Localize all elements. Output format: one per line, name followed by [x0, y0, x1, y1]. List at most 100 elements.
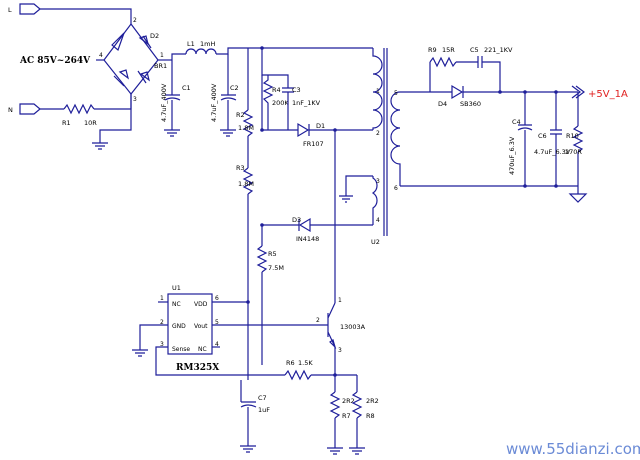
- svg-text:7.5M: 7.5M: [268, 264, 284, 272]
- svg-text:R5: R5: [268, 250, 277, 258]
- svg-text:10R: 10R: [84, 119, 97, 127]
- svg-text:4: 4: [99, 52, 103, 59]
- ac-range-label: AC 85V~264V: [19, 56, 91, 66]
- svg-text:6: 6: [215, 295, 219, 302]
- resistor-r10: R10 270R: [565, 92, 584, 186]
- svg-text:D3: D3: [292, 216, 301, 224]
- svg-text:U1: U1: [172, 284, 181, 292]
- line-input-port: L: [8, 3, 41, 15]
- switching-transistor: 2 1 3 13003A: [316, 297, 366, 354]
- svg-text:1.5K: 1.5K: [298, 359, 313, 367]
- capacitor-c7: C7 1uF: [240, 380, 270, 453]
- svg-text:R3: R3: [236, 164, 245, 172]
- svg-text:C7: C7: [258, 394, 267, 402]
- svg-text:4.7uF_400V: 4.7uF_400V: [160, 83, 168, 122]
- svg-text:200K: 200K: [272, 99, 289, 107]
- svg-text:3: 3: [376, 178, 380, 185]
- svg-text:6: 6: [394, 185, 398, 192]
- svg-text:BR1: BR1: [154, 62, 167, 70]
- svg-text:IN4148: IN4148: [296, 235, 319, 243]
- resistor-r7: 2R2 R7: [327, 375, 355, 455]
- svg-text:3: 3: [133, 96, 137, 103]
- resistor-r4: R4 200K: [262, 75, 289, 130]
- svg-text:1: 1: [160, 295, 164, 302]
- resistor-r5: R5 7.5M: [256, 245, 284, 273]
- svg-text:1nF_1KV: 1nF_1KV: [292, 99, 321, 107]
- resistor-r2: R2 1.8M: [236, 109, 254, 137]
- svg-text:R7: R7: [342, 412, 351, 420]
- svg-text:1mH: 1mH: [200, 40, 215, 48]
- diagram-title: RM325X: [176, 363, 219, 373]
- svg-text:5: 5: [394, 90, 398, 97]
- svg-text:C4: C4: [512, 118, 521, 126]
- resistor-r3: R3 1.8M: [236, 164, 254, 195]
- resistor-r8: 2R2 R8: [349, 375, 379, 455]
- capacitor-c4: C4 470uF_6.3V: [508, 92, 533, 186]
- svg-text:221_1KV: 221_1KV: [484, 46, 513, 54]
- svg-text:1.8M: 1.8M: [238, 180, 254, 188]
- svg-text:R6: R6: [286, 359, 295, 367]
- svg-text:D4: D4: [438, 100, 447, 108]
- inductor-l1: L1 1mH: [185, 40, 217, 55]
- svg-text:1uF: 1uF: [258, 406, 270, 414]
- svg-text:R2: R2: [236, 111, 245, 119]
- svg-text:1: 1: [376, 88, 380, 95]
- output-port: +5V_1A: [571, 85, 628, 100]
- svg-text:5: 5: [215, 319, 219, 326]
- svg-text:NC: NC: [198, 346, 207, 353]
- svg-text:Sense: Sense: [172, 346, 190, 353]
- svg-text:Vout: Vout: [194, 323, 208, 330]
- svg-text:R4: R4: [272, 86, 281, 94]
- resistor-r9: R9 15R: [428, 46, 457, 68]
- resistor-r1: R1 10R: [62, 103, 97, 127]
- svg-text:SB360: SB360: [460, 100, 481, 108]
- svg-text:D1: D1: [316, 122, 325, 130]
- bridge-rectifier-br1: 2 4 1 3 D2 BR1: [99, 17, 167, 103]
- svg-text:FR107: FR107: [303, 140, 324, 148]
- svg-text:C3: C3: [292, 86, 301, 94]
- svg-text:2: 2: [376, 130, 380, 137]
- neutral-input-port: N: [8, 103, 41, 115]
- capacitor-c5: C5 221_1KV: [470, 46, 513, 68]
- svg-text:3: 3: [338, 347, 342, 354]
- line-input-label: L: [8, 6, 12, 14]
- svg-text:1: 1: [338, 297, 342, 304]
- svg-text:2: 2: [316, 317, 320, 324]
- watermark: www.55dianzi.com: [506, 440, 640, 458]
- svg-text:C1: C1: [182, 84, 191, 92]
- svg-text:270R: 270R: [565, 148, 582, 156]
- svg-text:U2: U2: [371, 238, 380, 246]
- output-label: +5V_1A: [588, 89, 628, 100]
- svg-text:D2: D2: [150, 32, 159, 40]
- svg-text:4.7uF_6.3V: 4.7uF_6.3V: [534, 148, 571, 156]
- capacitor-c6: C6 4.7uF_6.3V: [534, 92, 571, 186]
- svg-text:1: 1: [160, 52, 164, 59]
- svg-text:NC: NC: [172, 301, 181, 308]
- svg-text:470uF_6.3V: 470uF_6.3V: [508, 136, 516, 175]
- diode-d3: D3 IN4148: [292, 216, 319, 243]
- svg-text:3: 3: [160, 341, 164, 348]
- svg-text:2: 2: [160, 319, 164, 326]
- svg-text:L1: L1: [187, 40, 195, 48]
- svg-text:2R2: 2R2: [342, 397, 355, 405]
- diode-d1: D1 FR107: [297, 122, 373, 148]
- svg-text:2: 2: [133, 17, 137, 24]
- neutral-input-label: N: [8, 106, 13, 114]
- svg-text:R10: R10: [566, 132, 579, 140]
- diode-d4: D4 SB360: [430, 84, 481, 108]
- svg-text:4: 4: [376, 217, 380, 224]
- svg-text:4: 4: [215, 341, 219, 348]
- svg-text:C5: C5: [470, 46, 479, 54]
- svg-text:13003A: 13003A: [340, 323, 366, 331]
- svg-text:C6: C6: [538, 132, 547, 140]
- svg-text:1.8M: 1.8M: [238, 124, 254, 132]
- capacitor-c3: C3 1nF_1KV: [282, 80, 321, 130]
- svg-text:R9: R9: [428, 46, 437, 54]
- svg-text:GND: GND: [172, 323, 186, 330]
- svg-text:R8: R8: [366, 412, 375, 420]
- svg-text:C2: C2: [230, 84, 239, 92]
- resistor-r6: R6 1.5K: [284, 359, 313, 381]
- svg-text:2R2: 2R2: [366, 397, 379, 405]
- transformer-u2: 1 2 3 4 5 6 U2: [371, 48, 401, 246]
